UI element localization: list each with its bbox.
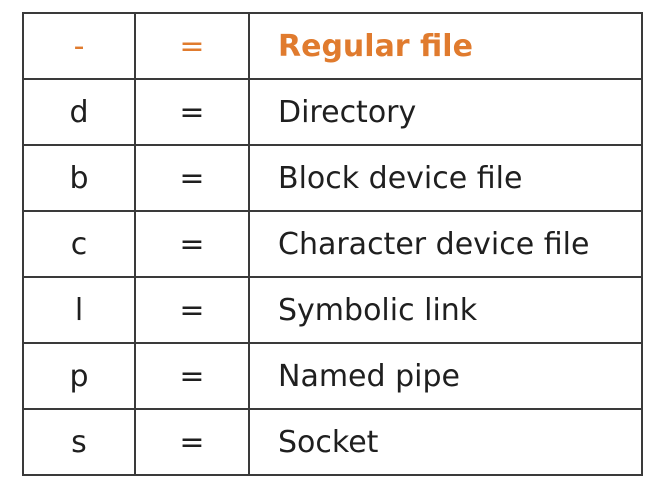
equals-sign: = [134,210,250,278]
type-code: s [22,408,136,476]
type-description: Block device file [248,144,643,212]
table-row-block-device: b = Block device file [22,144,643,212]
equals-sign: = [134,78,250,146]
type-code: c [22,210,136,278]
type-code: b [22,144,136,212]
type-description: Character device file [248,210,643,278]
type-description: Directory [248,78,643,146]
table-row-named-pipe: p = Named pipe [22,342,643,410]
type-code: - [22,12,136,80]
file-type-table: - = Regular file d = Directory b = Block… [22,12,643,476]
equals-sign: = [134,144,250,212]
type-description: Socket [248,408,643,476]
type-code: l [22,276,136,344]
type-code: p [22,342,136,410]
equals-sign: = [134,408,250,476]
table-row-character-device: c = Character device file [22,210,643,278]
type-description: Regular file [248,12,643,80]
equals-sign: = [134,342,250,410]
table-row-symbolic-link: l = Symbolic link [22,276,643,344]
type-description: Named pipe [248,342,643,410]
table-row-regular-file: - = Regular file [22,12,643,80]
type-description: Symbolic link [248,276,643,344]
equals-sign: = [134,12,250,80]
file-type-table-body: - = Regular file d = Directory b = Block… [22,12,643,476]
equals-sign: = [134,276,250,344]
table-row-directory: d = Directory [22,78,643,146]
table-row-socket: s = Socket [22,408,643,476]
type-code: d [22,78,136,146]
